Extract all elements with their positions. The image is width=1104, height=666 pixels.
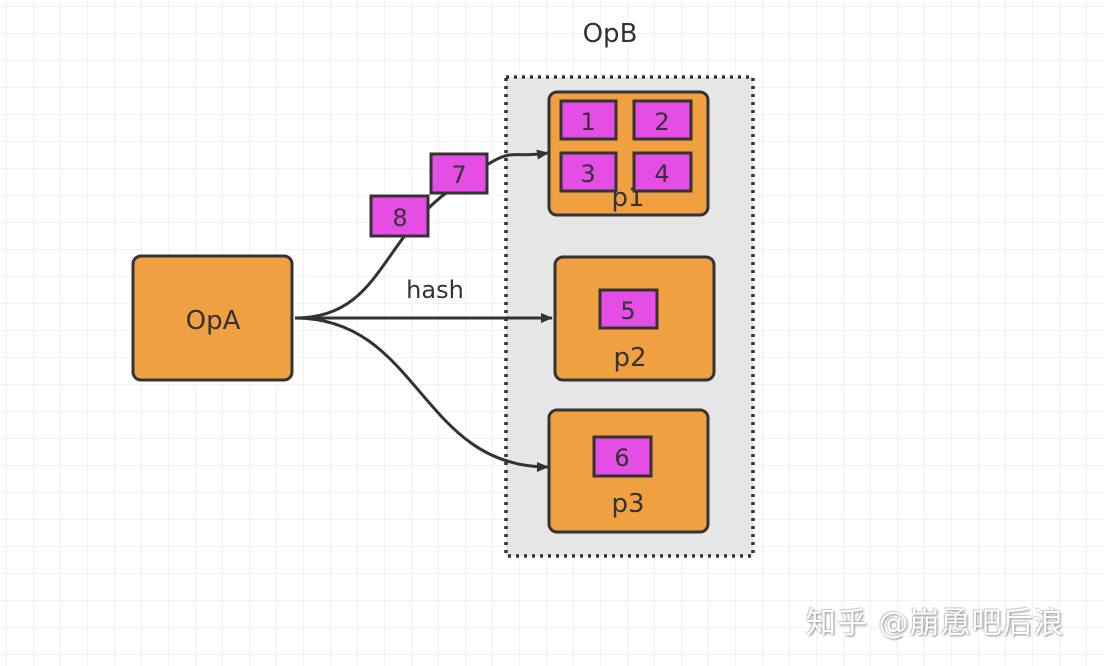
opa-node [131, 254, 294, 382]
svg-text:6: 6 [614, 444, 629, 472]
record-6: 6 [592, 435, 653, 478]
record-8: 8 [369, 194, 430, 238]
edge-label-hash: hash [406, 276, 464, 304]
partition-label: p3 [611, 489, 644, 519]
partition-p2: 5 p2 [553, 255, 716, 382]
svg-text:5: 5 [620, 297, 635, 325]
svg-text:4: 4 [654, 160, 669, 188]
record-3: 3 [559, 151, 618, 193]
opa-label: OpA [186, 306, 241, 336]
partition-p3: 6 p3 [547, 408, 710, 534]
record-7: 7 [429, 152, 489, 195]
svg-text:2: 2 [654, 108, 669, 136]
partition-label: p2 [613, 343, 646, 373]
svg-text:7: 7 [451, 161, 466, 189]
watermark: 知乎 @崩恿吧后浪 [806, 606, 1065, 641]
opb-label: OpB [583, 19, 638, 49]
svg-text:8: 8 [392, 204, 407, 232]
edge-to-p3 [294, 316, 549, 472]
record-5: 5 [598, 288, 659, 330]
record-2: 2 [632, 99, 693, 141]
svg-text:1: 1 [580, 108, 595, 136]
partition-p1: p1 1 2 3 4 [547, 90, 710, 217]
record-4: 4 [632, 151, 693, 193]
record-1: 1 [559, 99, 618, 141]
svg-text:3: 3 [580, 160, 595, 188]
edge-to-p1 [294, 149, 549, 320]
